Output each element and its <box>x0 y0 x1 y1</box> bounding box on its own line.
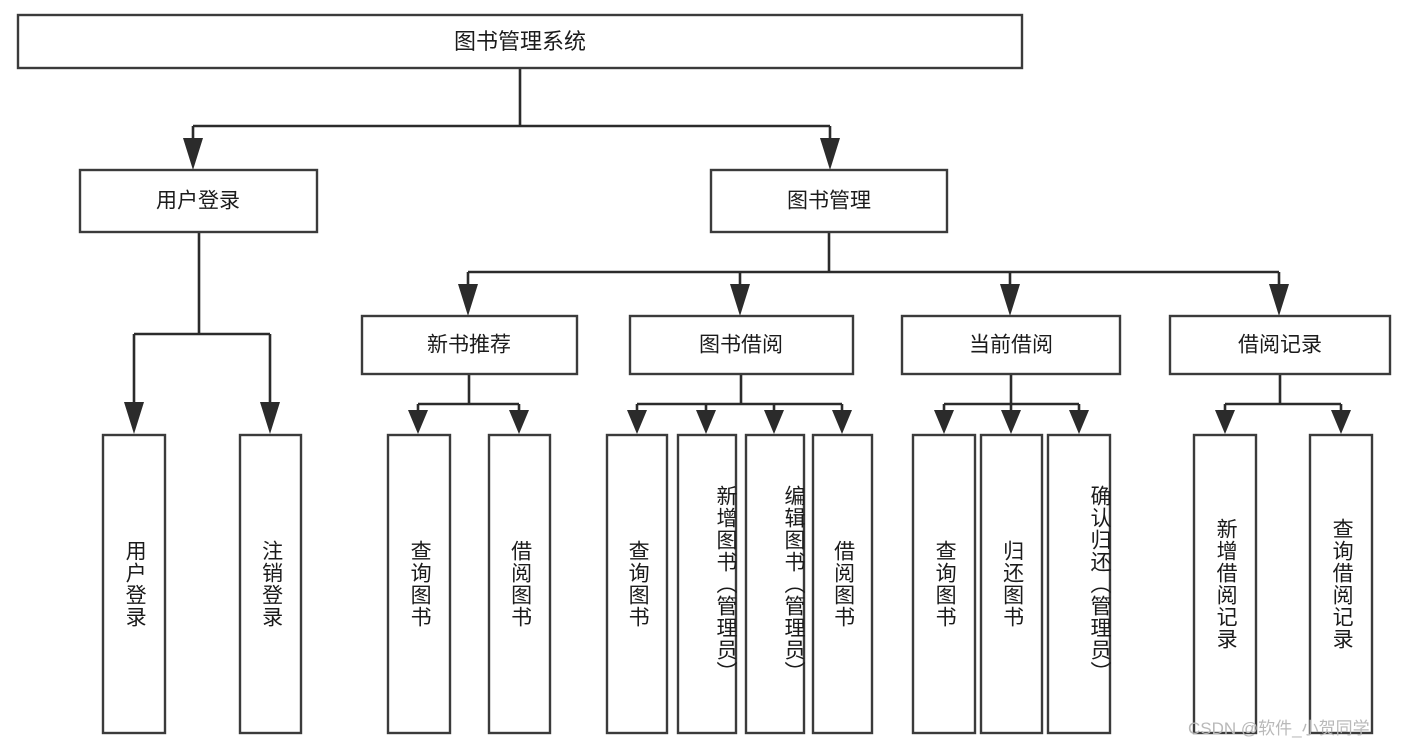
arrow-head-leaf-bookborrow-3 <box>832 410 852 434</box>
arrow-head-leaf-currentborrow-1 <box>1001 410 1021 434</box>
node-book-borrow-label: 图书借阅 <box>699 334 783 357</box>
arrow-head-leaf-newbook-1 <box>509 410 529 434</box>
arrow-head-book-manage <box>820 138 840 170</box>
node-book-borrow[interactable]: 图书借阅 <box>628 314 855 376</box>
arrow-head-new-book <box>458 284 478 316</box>
connector-group-book-borrow <box>627 374 852 434</box>
leaf-box-newbook-1[interactable] <box>487 433 552 735</box>
arrow-head-leaf-bookborrow-0 <box>627 410 647 434</box>
arrow-head-leaf-user-login-0 <box>124 402 144 434</box>
node-borrow-record-label: 借阅记录 <box>1238 334 1322 357</box>
leaf-box-currentborrow-2[interactable] <box>1046 433 1112 735</box>
leaf-box-borrowrecord-1[interactable] <box>1308 433 1374 735</box>
leaf-box-currentborrow-1[interactable] <box>979 433 1044 735</box>
node-new-book-recommend-label: 新书推荐 <box>427 334 511 357</box>
arrow-head-leaf-newbook-0 <box>408 410 428 434</box>
leaf-box-bookborrow-0[interactable] <box>605 433 669 735</box>
node-book-manage-label: 图书管理 <box>787 190 871 213</box>
leaf-box-bookborrow-3[interactable] <box>811 433 874 735</box>
arrow-head-leaf-borrowrecord-1 <box>1331 410 1351 434</box>
leaf-box-newbook-0[interactable] <box>386 433 452 735</box>
connector-group-new-book <box>408 374 529 434</box>
connector-group-book-manage <box>458 232 1289 316</box>
node-user-login[interactable]: 用户登录 <box>78 168 319 234</box>
arrow-head-leaf-user-login-1 <box>260 402 280 434</box>
node-book-manage[interactable]: 图书管理 <box>709 168 949 234</box>
node-book-manage-box[interactable] <box>709 168 949 234</box>
arrow-head-book-borrow <box>730 284 750 316</box>
arrow-head-leaf-bookborrow-2 <box>764 410 784 434</box>
connector-group-current-borrow <box>934 374 1089 434</box>
connector-group-root <box>183 68 840 170</box>
node-new-book-recommend[interactable]: 新书推荐 <box>360 314 579 376</box>
arrow-head-leaf-currentborrow-2 <box>1069 410 1089 434</box>
arrow-head-borrow-record <box>1269 284 1289 316</box>
node-current-borrow-box[interactable] <box>900 314 1122 376</box>
leaf-box-user-login-1[interactable] <box>238 433 303 735</box>
leaf-box-bookborrow-1[interactable] <box>676 433 738 735</box>
connector-group-borrow-record <box>1215 374 1351 434</box>
arrow-head-leaf-borrowrecord-0 <box>1215 410 1235 434</box>
leaf-box-bookborrow-2[interactable] <box>744 433 806 735</box>
node-user-login-box[interactable] <box>78 168 319 234</box>
node-root[interactable]: 图书管理系统 <box>16 13 1024 70</box>
arrow-head-current-borrow <box>1000 284 1020 316</box>
connector-group-user-login <box>124 232 280 434</box>
arrow-head-leaf-bookborrow-1 <box>696 410 716 434</box>
leaf-boxes <box>101 433 1374 735</box>
watermark: CSDN @软件_小贺同学 <box>1188 719 1370 738</box>
node-root-box[interactable] <box>16 13 1024 70</box>
leaf-box-currentborrow-0[interactable] <box>911 433 977 735</box>
arrow-head-user-login <box>183 138 203 170</box>
leaf-box-borrowrecord-0[interactable] <box>1192 433 1258 735</box>
node-root-label: 图书管理系统 <box>454 29 586 54</box>
arrow-head-leaf-currentborrow-0 <box>934 410 954 434</box>
node-borrow-record[interactable]: 借阅记录 <box>1168 314 1392 376</box>
node-current-borrow[interactable]: 当前借阅 <box>900 314 1122 376</box>
node-current-borrow-label: 当前借阅 <box>969 334 1053 357</box>
node-borrow-record-box[interactable] <box>1168 314 1392 376</box>
node-user-login-label: 用户登录 <box>156 190 240 213</box>
node-book-borrow-box[interactable] <box>628 314 855 376</box>
node-new-book-recommend-box[interactable] <box>360 314 579 376</box>
leaf-box-user-login-0[interactable] <box>101 433 167 735</box>
